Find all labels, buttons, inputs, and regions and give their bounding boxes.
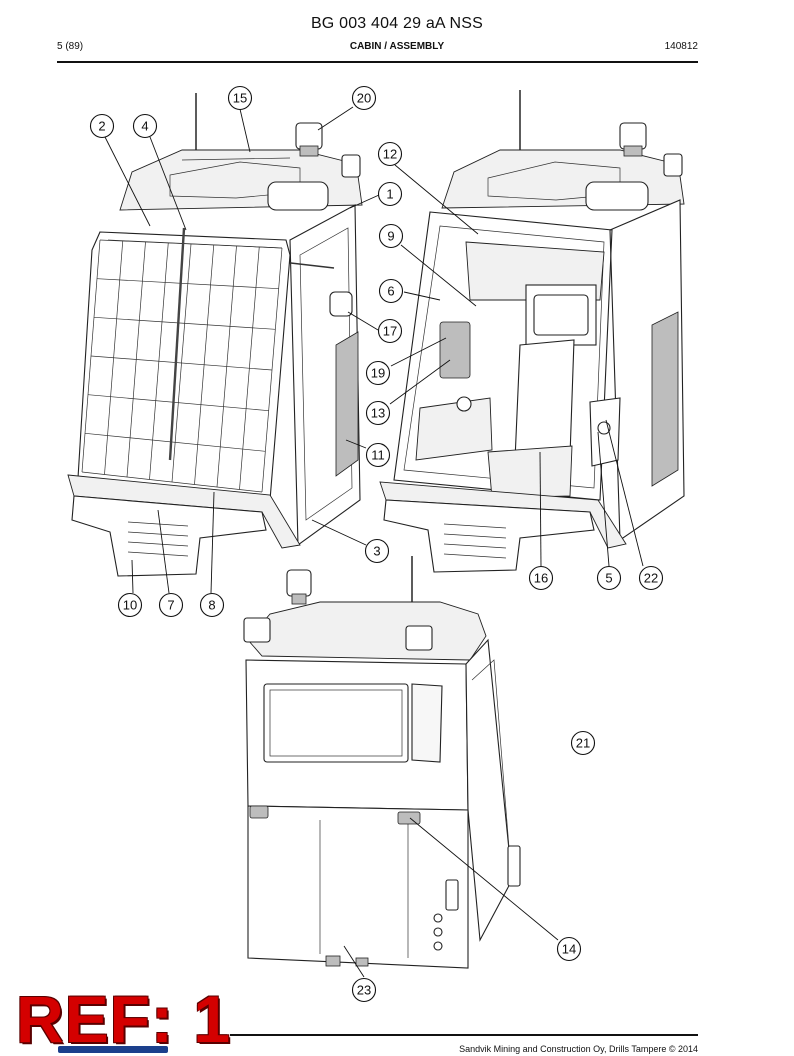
callout-label: 22 bbox=[644, 571, 658, 586]
footer-rule bbox=[230, 1034, 698, 1036]
callout-14: 14 bbox=[556, 936, 582, 962]
guard-bar bbox=[90, 355, 273, 371]
callout-20: 20 bbox=[351, 85, 377, 111]
cabin-interior-view bbox=[379, 90, 685, 573]
callout-label: 23 bbox=[357, 983, 371, 998]
callout-22: 22 bbox=[638, 565, 664, 591]
callout-label: 5 bbox=[605, 571, 612, 586]
callout-label: 4 bbox=[141, 119, 148, 134]
section-title: CABIN / ASSEMBLY bbox=[349, 41, 445, 52]
callout-7: 7 bbox=[158, 592, 184, 618]
cabin-front-view bbox=[67, 93, 363, 577]
guard-bar bbox=[81, 471, 263, 493]
callout-16: 16 bbox=[528, 565, 554, 591]
callout-23: 23 bbox=[351, 977, 377, 1003]
callout-9: 9 bbox=[378, 223, 404, 249]
guard-bar bbox=[84, 432, 266, 452]
guard-bar bbox=[93, 316, 276, 330]
callout-8: 8 bbox=[199, 592, 225, 618]
callout-label: 9 bbox=[387, 229, 394, 244]
callout-label: 12 bbox=[383, 147, 397, 162]
callout-label: 14 bbox=[562, 942, 576, 957]
callout-1: 1 bbox=[377, 181, 403, 207]
header-rule bbox=[57, 61, 698, 63]
footer-copyright: Sandvik Mining and Construction Oy, Dril… bbox=[459, 1044, 698, 1054]
callout-label: 21 bbox=[576, 736, 590, 751]
document-title: BG 003 404 29 aA NSS bbox=[310, 15, 484, 32]
callout-label: 17 bbox=[383, 324, 397, 339]
callout-label: 8 bbox=[208, 598, 215, 613]
callout-3: 3 bbox=[364, 538, 390, 564]
callout-label: 19 bbox=[371, 366, 385, 381]
callout-label: 11 bbox=[371, 448, 385, 463]
callout-17: 17 bbox=[377, 318, 403, 344]
guard-bar bbox=[96, 278, 279, 290]
callout-label: 6 bbox=[387, 284, 394, 299]
callout-2: 2 bbox=[89, 113, 115, 139]
cabin-rear-view bbox=[243, 556, 521, 969]
callout-label: 15 bbox=[233, 91, 247, 106]
callout-21: 21 bbox=[570, 730, 596, 756]
callout-label: 2 bbox=[98, 119, 105, 134]
callout-19: 19 bbox=[365, 360, 391, 386]
callout-label: 13 bbox=[371, 406, 385, 421]
ref-overlay-label: REF: 1 bbox=[16, 982, 232, 1056]
document-code: 140812 bbox=[664, 41, 698, 52]
leader-lines bbox=[104, 106, 644, 978]
guard-bar bbox=[87, 394, 269, 412]
callout-10: 10 bbox=[117, 592, 143, 618]
callout-label: 3 bbox=[373, 544, 380, 559]
callout-label: 1 bbox=[386, 187, 393, 202]
callout-label: 20 bbox=[357, 91, 371, 106]
callout-label: 16 bbox=[534, 571, 548, 586]
callout-4: 4 bbox=[132, 113, 158, 139]
callout-12: 12 bbox=[377, 141, 403, 167]
callout-6: 6 bbox=[378, 278, 404, 304]
page-number: 5 (89) bbox=[57, 41, 84, 52]
callout-11: 11 bbox=[365, 442, 391, 468]
callout-5: 5 bbox=[596, 565, 622, 591]
callout-15: 15 bbox=[227, 85, 253, 111]
callout-label: 10 bbox=[123, 598, 137, 613]
callout-label: 7 bbox=[167, 598, 174, 613]
callout-13: 13 bbox=[365, 400, 391, 426]
sandvik-logo bbox=[58, 1046, 168, 1053]
guard-bar bbox=[99, 239, 283, 249]
